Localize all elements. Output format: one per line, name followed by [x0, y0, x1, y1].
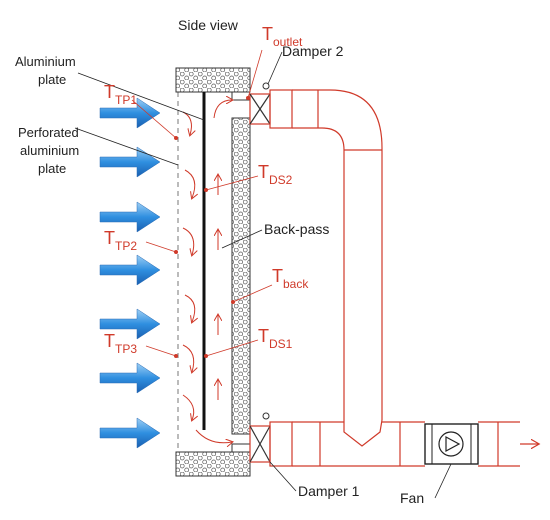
perforated-label-1: Perforated	[18, 125, 79, 140]
air-arrow-2	[99, 146, 161, 178]
leader-ds2	[205, 175, 259, 191]
aluminium-plate-label-1: Aluminium	[15, 54, 76, 69]
leader-back	[232, 284, 273, 303]
damper-2-label: Damper 2	[282, 43, 344, 59]
leader-perforated	[74, 127, 179, 166]
air-arrow-5	[99, 308, 161, 340]
leader-tp3	[145, 345, 177, 357]
leader-damper-1	[269, 461, 297, 492]
leader-damper-2	[267, 51, 283, 85]
leader-tp2	[145, 241, 177, 253]
side-view-label: Side view	[178, 17, 239, 33]
back-pass-label: Back-pass	[264, 221, 329, 237]
lower-duct	[249, 419, 538, 467]
leader-aluminium	[77, 72, 205, 121]
sensor-t-outlet: Toutlet	[262, 24, 303, 49]
sensor-t-ds1: TDS1	[258, 326, 293, 351]
internal-airflow-arrows	[182, 100, 232, 443]
fan-label: Fan	[400, 490, 424, 506]
damper-2-actuator	[262, 82, 270, 90]
fan	[424, 423, 479, 465]
sensor-t-tp1: TTP1	[104, 82, 137, 107]
insulation-bottom	[175, 451, 251, 477]
leader-ds1	[205, 339, 259, 357]
leader-outlet	[247, 49, 263, 99]
leader-back-pass	[221, 229, 263, 249]
leader-tp1	[131, 99, 177, 139]
aluminium-plate-label-2: plate	[38, 72, 66, 87]
air-arrow-1	[99, 97, 161, 129]
sensor-t-tp3: TTP3	[104, 331, 137, 356]
sensor-t-ds2: TDS2	[258, 162, 293, 187]
sensor-t-tp2: TTP2	[104, 228, 137, 253]
insulation-back	[231, 117, 251, 435]
damper-1-label: Damper 1	[298, 483, 360, 499]
outlet-duct	[249, 89, 383, 420]
perforated-label-3: plate	[38, 161, 66, 176]
incoming-air-arrows	[99, 97, 161, 449]
air-arrow-6	[99, 362, 161, 394]
leader-fan	[434, 463, 452, 499]
air-arrow-3	[99, 201, 161, 233]
insulation-top	[175, 67, 251, 93]
air-arrow-4	[99, 254, 161, 286]
damper-1-actuator	[262, 412, 270, 420]
perforated-label-2: aluminium	[20, 143, 79, 158]
air-arrow-7	[99, 417, 161, 449]
sensor-t-back: Tback	[272, 266, 309, 291]
